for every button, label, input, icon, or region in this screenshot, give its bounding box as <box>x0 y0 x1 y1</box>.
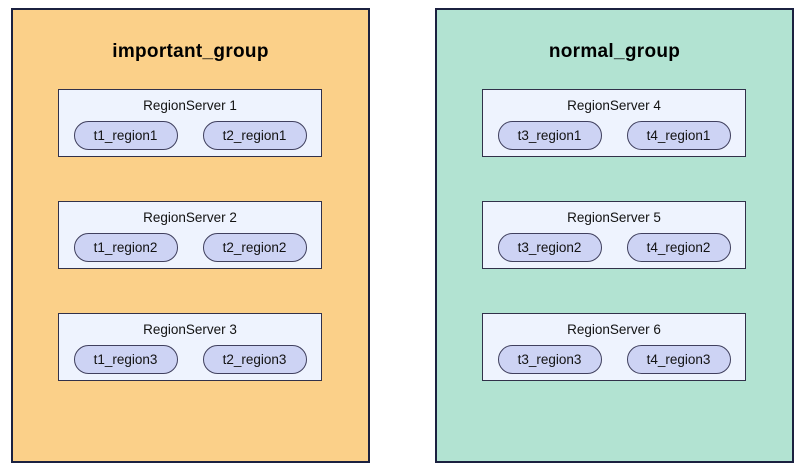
region-row: t3_region3 t4_region3 <box>483 345 745 374</box>
group-box-normal: normal_group RegionServer 4 t3_region1 t… <box>435 8 794 463</box>
server-title: RegionServer 4 <box>567 98 661 113</box>
region-row: t1_region2 t2_region2 <box>59 233 321 262</box>
region-pill: t1_region1 <box>73 121 178 150</box>
region-pill: t2_region3 <box>202 345 307 374</box>
region-pill: t2_region2 <box>202 233 307 262</box>
region-pill: t4_region1 <box>626 121 731 150</box>
region-row: t3_region2 t4_region2 <box>483 233 745 262</box>
server-title: RegionServer 5 <box>567 210 661 225</box>
region-pill: t2_region1 <box>202 121 307 150</box>
server-box-regionserver-3: RegionServer 3 t1_region3 t2_region3 <box>58 313 322 381</box>
server-box-regionserver-2: RegionServer 2 t1_region2 t2_region2 <box>58 201 322 269</box>
group-title-normal: normal_group <box>548 41 681 62</box>
region-pill: t3_region3 <box>497 345 602 374</box>
server-box-regionserver-5: RegionServer 5 t3_region2 t4_region2 <box>482 201 746 269</box>
region-row: t3_region1 t4_region1 <box>483 121 745 150</box>
region-pill: t1_region2 <box>73 233 178 262</box>
region-pill: t3_region1 <box>497 121 602 150</box>
server-box-regionserver-6: RegionServer 6 t3_region3 t4_region3 <box>482 313 746 381</box>
server-title: RegionServer 1 <box>143 98 237 113</box>
region-pill: t1_region3 <box>73 345 178 374</box>
region-pill: t4_region2 <box>626 233 731 262</box>
region-row: t1_region1 t2_region1 <box>59 121 321 150</box>
region-pill: t3_region2 <box>497 233 602 262</box>
server-box-regionserver-4: RegionServer 4 t3_region1 t4_region1 <box>482 89 746 157</box>
group-box-important: important_group RegionServer 1 t1_region… <box>11 8 370 463</box>
server-title: RegionServer 3 <box>143 322 237 337</box>
region-row: t1_region3 t2_region3 <box>59 345 321 374</box>
server-box-regionserver-1: RegionServer 1 t1_region1 t2_region1 <box>58 89 322 157</box>
group-title-important: important_group <box>112 41 269 62</box>
region-pill: t4_region3 <box>626 345 731 374</box>
server-title: RegionServer 6 <box>567 322 661 337</box>
server-title: RegionServer 2 <box>143 210 237 225</box>
